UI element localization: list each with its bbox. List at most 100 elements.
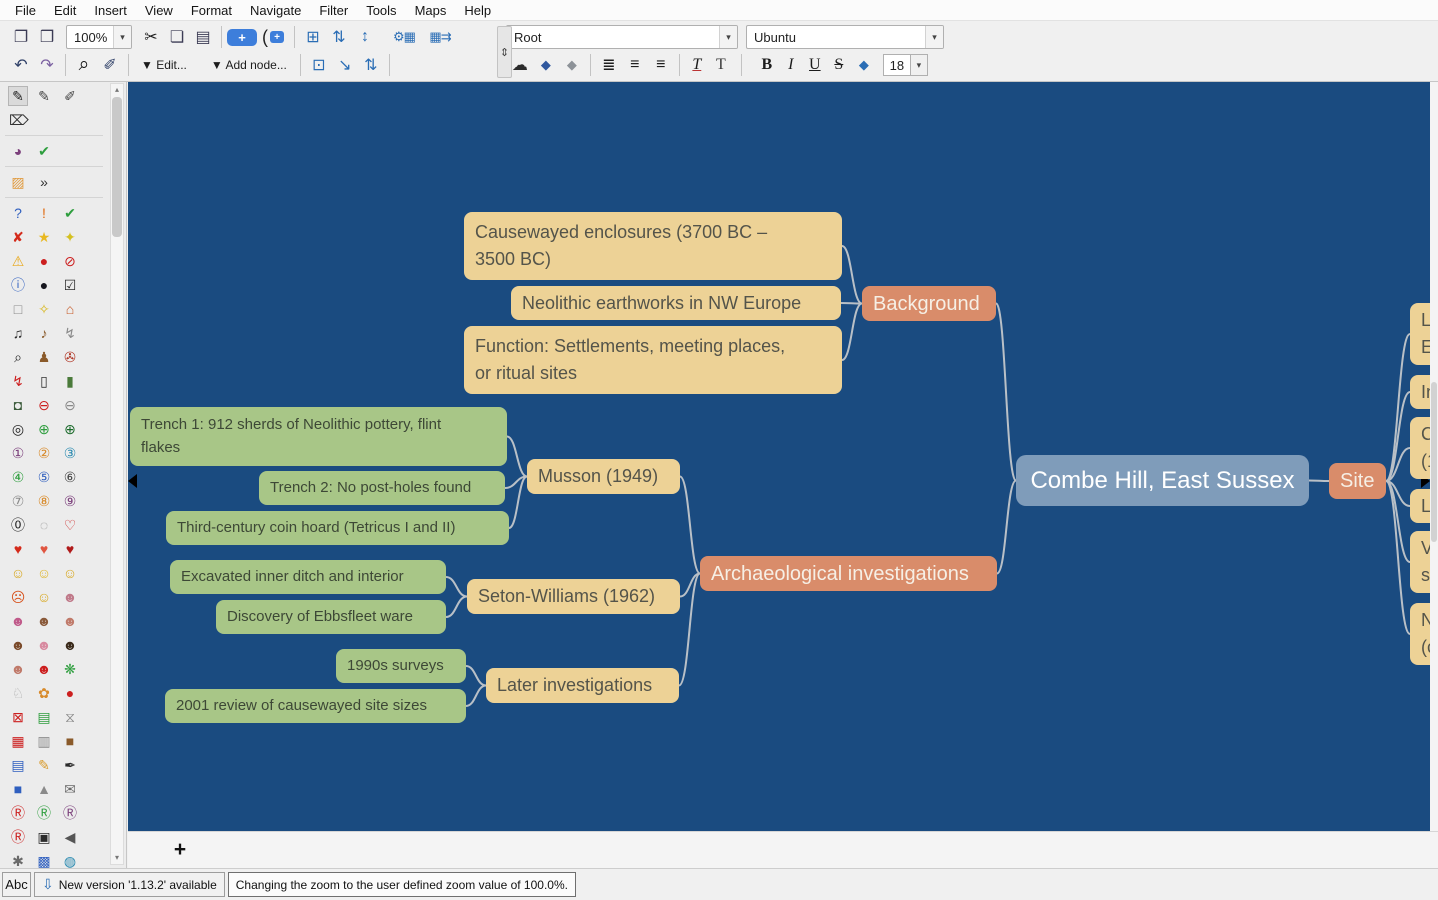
- image-icon[interactable]: ▩: [35, 852, 53, 868]
- strikethrough-button[interactable]: S: [827, 53, 851, 77]
- font-color-button[interactable]: ◆: [851, 52, 877, 78]
- traffic-light-icon[interactable]: ◘: [9, 396, 27, 414]
- zoom-tool-button[interactable]: ⌕: [71, 52, 97, 78]
- style-select[interactable]: Root▾: [506, 25, 738, 49]
- palette-scrollbar[interactable]: ▴ ▾: [110, 83, 124, 865]
- redo-button[interactable]: ↷: [34, 52, 60, 78]
- orange-square-icon[interactable]: ▨: [9, 173, 27, 191]
- title-plain-button[interactable]: T: [709, 53, 733, 77]
- person-boy-icon[interactable]: ☻: [35, 612, 53, 630]
- menu-file[interactable]: File: [6, 1, 45, 20]
- person-pink-icon[interactable]: ☻: [61, 588, 79, 606]
- bold-button[interactable]: B: [755, 53, 779, 77]
- cross-icon[interactable]: ✘: [9, 228, 27, 246]
- calendar-icon[interactable]: ▦: [9, 732, 27, 750]
- heart-light-icon[interactable]: ♥: [35, 540, 53, 558]
- person-icon[interactable]: ♟: [35, 348, 53, 366]
- gear-icon[interactable]: ✱: [9, 852, 27, 868]
- mindmap-node-surveys-1990s[interactable]: 1990s surveys: [336, 649, 466, 683]
- person-man-icon[interactable]: ☻: [9, 636, 27, 654]
- star-icon[interactable]: ★: [35, 228, 53, 246]
- align-center-button[interactable]: ≡: [622, 52, 648, 78]
- pencil-slash-icon[interactable]: ✐: [61, 87, 79, 105]
- blue-book-icon[interactable]: ■: [9, 780, 27, 798]
- fit-to-page-icon[interactable]: ↘: [332, 52, 358, 78]
- spellcheck-button[interactable]: Abc: [2, 872, 31, 897]
- align-right-button[interactable]: ≡: [648, 52, 674, 78]
- x-box-icon[interactable]: ⊠: [9, 708, 27, 726]
- mindmap-node-site-child-6[interactable]: N(c: [1410, 603, 1430, 665]
- fountain-pen-icon[interactable]: ✒: [61, 756, 79, 774]
- green-check-icon[interactable]: ✔: [35, 142, 53, 160]
- fold-one-level-icon[interactable]: ⊡: [306, 52, 332, 78]
- font-size-input[interactable]: 18: [883, 54, 911, 76]
- new-sibling-node-button[interactable]: (+: [257, 24, 289, 50]
- heart-outline-icon[interactable]: ♡: [61, 516, 79, 534]
- menu-view[interactable]: View: [136, 1, 182, 20]
- briefcase-icon[interactable]: ■: [61, 732, 79, 750]
- menu-tools[interactable]: Tools: [357, 1, 405, 20]
- mindmap-node-trench-1[interactable]: Trench 1: 912 sherds of Neolithic potter…: [130, 407, 507, 466]
- edge-color-button[interactable]: ◆: [533, 52, 559, 78]
- mindmap-node-musson-1949[interactable]: Musson (1949): [527, 459, 680, 494]
- gray-minus-icon[interactable]: ⊖: [61, 396, 79, 414]
- person-dark-icon[interactable]: ☻: [61, 636, 79, 654]
- pin-icon[interactable]: ✇: [61, 348, 79, 366]
- node-spacing-icon[interactable]: ⇅: [358, 52, 384, 78]
- clover-icon[interactable]: ❋: [61, 660, 79, 678]
- heart-red-icon[interactable]: ♥: [9, 540, 27, 558]
- smiley-3-icon[interactable]: ☺: [61, 564, 79, 582]
- pencil-dot-icon[interactable]: ✎: [35, 87, 53, 105]
- mindmap-node-site-child-5[interactable]: Vse: [1410, 531, 1430, 593]
- mindmap-node-coin-hoard[interactable]: Third-century coin hoard (Tetricus I and…: [166, 511, 509, 545]
- mindmap-node-review-2001[interactable]: 2001 review of causewayed site sizes: [165, 689, 466, 723]
- search-icon[interactable]: ⌕: [9, 348, 27, 366]
- santa-icon[interactable]: ☻: [35, 660, 53, 678]
- font-size-dropdown[interactable]: ▾: [911, 54, 928, 76]
- mindmap-node-site-child-1[interactable]: LoE: [1410, 303, 1430, 365]
- music-icon[interactable]: ♫: [9, 324, 27, 342]
- cut-button[interactable]: ✂: [138, 24, 164, 50]
- zoom-select[interactable]: 100%▾: [66, 25, 132, 49]
- underline-button[interactable]: U: [803, 53, 827, 77]
- number-0-icon[interactable]: ⓪: [9, 516, 27, 534]
- person-elder-icon[interactable]: ☻: [9, 660, 27, 678]
- sparkle-icon[interactable]: ✧: [35, 300, 53, 318]
- person-baby-icon[interactable]: ☻: [35, 636, 53, 654]
- menu-maps[interactable]: Maps: [406, 1, 456, 20]
- mindmap-node-site-child-3[interactable]: C(1: [1410, 417, 1430, 479]
- vertical-gap-icon[interactable]: ⇅: [326, 24, 352, 50]
- r-purple-icon[interactable]: Ⓡ: [61, 804, 79, 822]
- mindmap-node-site[interactable]: Site: [1329, 463, 1386, 499]
- undo-button[interactable]: ↶: [8, 52, 34, 78]
- heart-dark-icon[interactable]: ♥: [61, 540, 79, 558]
- edit-menu-button[interactable]: ▼ Edit...: [134, 53, 194, 77]
- home-icon[interactable]: ⌂: [61, 300, 79, 318]
- r-red-icon[interactable]: Ⓡ: [9, 804, 27, 822]
- scroll-up-icon[interactable]: ▴: [111, 84, 123, 96]
- number-3-icon[interactable]: ③: [61, 444, 79, 462]
- mindmap-node-neolithic-earthworks[interactable]: Neolithic earthworks in NW Europe: [511, 286, 841, 320]
- number-7-icon[interactable]: ⑦: [9, 492, 27, 510]
- offscreen-indicator-left[interactable]: [128, 474, 137, 488]
- note-icon[interactable]: ♪: [35, 324, 53, 342]
- person-girl-icon[interactable]: ☻: [9, 612, 27, 630]
- mindmap-node-function[interactable]: Function: Settlements, meeting places,or…: [464, 326, 842, 394]
- format-painter-button[interactable]: ✐: [97, 52, 123, 78]
- empty-square-icon[interactable]: □: [9, 300, 27, 318]
- italic-button[interactable]: I: [779, 53, 803, 77]
- lightning-icon[interactable]: ↯: [9, 372, 27, 390]
- person-woman-icon[interactable]: ☻: [61, 612, 79, 630]
- layout-style-icon[interactable]: ⚙▦: [386, 24, 422, 50]
- scrollbar-thumb[interactable]: [112, 97, 122, 237]
- clipboard-icon[interactable]: ▥: [35, 732, 53, 750]
- red-minus-icon[interactable]: ⊖: [35, 396, 53, 414]
- play-fast-icon[interactable]: »: [35, 173, 53, 191]
- node-distance-icon[interactable]: ↕: [352, 24, 378, 50]
- title-italic-button[interactable]: T: [685, 53, 709, 77]
- chevron-down-icon[interactable]: ▾: [719, 26, 737, 48]
- number-5-icon[interactable]: ⑤: [35, 468, 53, 486]
- number-9-icon[interactable]: ⑨: [61, 492, 79, 510]
- paste-button[interactable]: ▤: [190, 24, 216, 50]
- hourglass-icon[interactable]: ⧖: [61, 708, 79, 726]
